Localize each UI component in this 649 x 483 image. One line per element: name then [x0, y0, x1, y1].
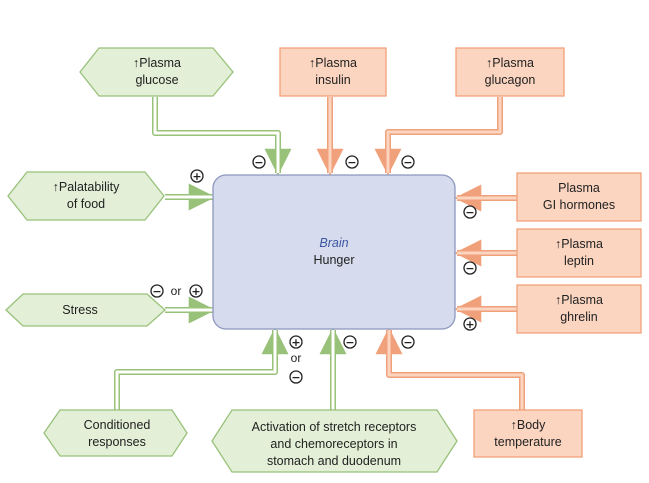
- minus-icon: −: [345, 155, 359, 169]
- factor-stretch-line1: Activation of stretch receptors: [252, 420, 417, 434]
- plus-icon: +: [289, 335, 303, 349]
- connectors: [114, 97, 525, 410]
- factor-conditioned: Conditioned responses: [43, 409, 188, 457]
- minus-icon: −: [463, 205, 477, 219]
- factor-gi-hormones-line1: Plasma: [558, 181, 600, 195]
- factor-plasma-insulin-line2: insulin: [315, 73, 350, 87]
- factor-plasma-glucose: ↑Plasma glucose: [79, 47, 234, 97]
- plus-icon: +: [189, 284, 203, 298]
- brain-label: Brain: [319, 236, 348, 250]
- svg-text:+: +: [191, 285, 200, 298]
- factor-plasma-glucose-line2: glucose: [135, 73, 178, 87]
- minus-icon: −: [252, 155, 266, 169]
- factor-stretch-line2: and chemoreceptors in: [270, 437, 397, 451]
- factor-gi-hormones-line2: GI hormones: [543, 198, 615, 212]
- factor-body-temp: ↑Body temperature: [473, 409, 583, 458]
- factor-plasma-ghrelin: ↑Plasma ghrelin: [516, 284, 642, 334]
- minus-icon: −: [150, 284, 164, 298]
- minus-icon: −: [401, 155, 415, 169]
- factor-palatability-line1: ↑Palatability: [53, 180, 120, 194]
- factor-palatability: ↑Palatability of food: [7, 171, 165, 221]
- factor-conditioned-line1: Conditioned: [84, 418, 151, 432]
- factor-plasma-ghrelin-line2: ghrelin: [560, 310, 598, 324]
- factor-body-temp-line1: ↑Body: [511, 418, 546, 432]
- minus-icon: −: [343, 335, 357, 349]
- plus-icon: +: [190, 169, 204, 183]
- conditioned-or-label: or: [291, 351, 302, 365]
- factor-plasma-ghrelin-line1: ↑Plasma: [555, 293, 603, 307]
- factor-plasma-glucose-line1: ↑Plasma: [133, 56, 181, 70]
- factor-stretch: Activation of stretch receptors and chem…: [211, 409, 458, 473]
- factor-plasma-insulin: ↑Plasma insulin: [279, 47, 387, 97]
- minus-icon: −: [401, 335, 415, 349]
- minus-icon: −: [289, 370, 303, 384]
- svg-text:−: −: [465, 262, 474, 275]
- svg-text:+: +: [291, 336, 300, 349]
- factor-palatability-line2: of food: [67, 197, 105, 211]
- svg-text:−: −: [254, 156, 263, 169]
- svg-text:−: −: [465, 206, 474, 219]
- factor-stress: Stress: [5, 293, 166, 327]
- factor-plasma-leptin-line1: ↑Plasma: [555, 237, 603, 251]
- factor-plasma-leptin-line2: leptin: [564, 254, 594, 268]
- plus-icon: +: [463, 317, 477, 331]
- brain-box: Brain Hunger: [212, 174, 456, 330]
- svg-text:−: −: [403, 156, 412, 169]
- svg-text:−: −: [291, 371, 300, 384]
- svg-text:−: −: [152, 285, 161, 298]
- factor-body-temp-line2: temperature: [494, 435, 561, 449]
- svg-text:+: +: [465, 318, 474, 331]
- factor-stress-label: Stress: [62, 303, 97, 317]
- factor-plasma-insulin-line1: ↑Plasma: [309, 56, 357, 70]
- factor-plasma-glucagon-line2: glucagon: [485, 73, 536, 87]
- effect-symbols: − − − + − or + − − + + or − − −: [150, 155, 477, 384]
- factor-gi-hormones: Plasma GI hormones: [516, 172, 642, 222]
- svg-text:−: −: [345, 336, 354, 349]
- hunger-label: Hunger: [314, 253, 355, 267]
- minus-icon: −: [463, 261, 477, 275]
- factor-plasma-glucagon-line1: ↑Plasma: [486, 56, 534, 70]
- factor-plasma-leptin: ↑Plasma leptin: [516, 228, 642, 278]
- factor-stretch-line3: stomach and duodenum: [267, 454, 401, 468]
- svg-text:−: −: [347, 156, 356, 169]
- svg-text:−: −: [403, 336, 412, 349]
- factor-plasma-glucagon: ↑Plasma glucagon: [455, 47, 565, 97]
- connector-conditioned: [114, 327, 289, 410]
- svg-text:+: +: [192, 170, 201, 183]
- factor-conditioned-line2: responses: [88, 435, 146, 449]
- stress-or-label: or: [171, 284, 182, 298]
